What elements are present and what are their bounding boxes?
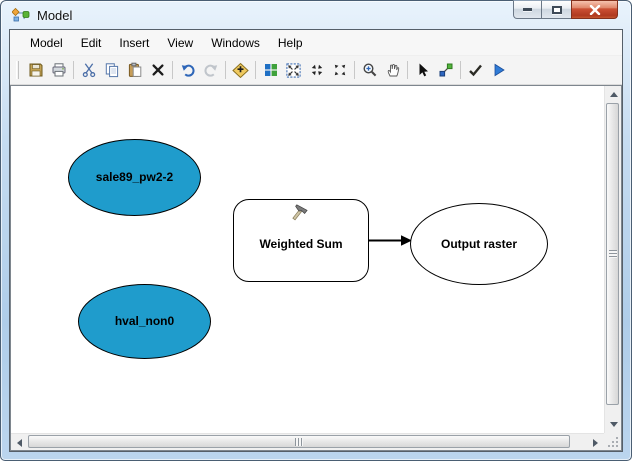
toolbar-separator [354,61,355,79]
work-area: sale89_pw2-2 hval_non0 Weighted Sum [10,85,622,451]
fixed-zoom-in-icon [309,62,325,78]
add-data-icon [232,62,249,79]
fixed-zoom-out-icon [332,62,348,78]
node-label: hval_non0 [115,314,174,329]
cut-button[interactable] [77,59,100,81]
node-label: Output raster [441,237,517,252]
node-input-sale89-pw2-2[interactable]: sale89_pw2-2 [68,139,201,216]
menu-insert[interactable]: Insert [110,32,158,54]
undo-icon [180,62,196,78]
horizontal-scrollbar-thumb[interactable] [28,435,570,448]
client-area: Model Edit Insert View Windows Help [9,29,623,452]
cut-icon [81,62,97,78]
arrow-down-icon [610,422,618,427]
menu-edit[interactable]: Edit [72,32,111,54]
run-play-icon [491,62,507,78]
vertical-scrollbar-thumb[interactable] [606,103,619,405]
select-arrow-icon [415,62,431,78]
menu-windows[interactable]: Windows [202,32,269,54]
node-input-hval-non0[interactable]: hval_non0 [78,284,211,359]
arrow-up-icon [610,92,618,97]
undo-button[interactable] [176,59,199,81]
hammer-icon [290,203,312,225]
node-tool-weighted-sum[interactable]: Weighted Sum [233,199,369,282]
zoom-in-icon [362,62,378,78]
delete-icon [150,62,166,78]
connector-weighted-sum-to-output[interactable] [368,232,414,249]
minimize-icon [523,8,532,11]
node-label: Weighted Sum [259,237,342,252]
toolbar-separator [255,61,256,79]
toolbar [10,56,622,85]
toolbar-separator [460,61,461,79]
redo-button[interactable] [199,59,222,81]
fixed-zoom-in-button[interactable] [305,59,328,81]
toolbar-separator [225,61,226,79]
node-output-raster[interactable]: Output raster [410,203,548,285]
fit-to-window-button[interactable] [282,59,305,81]
validate-button[interactable] [464,59,487,81]
pan-hand-icon [385,62,401,78]
scroll-left-button[interactable] [11,434,28,451]
redo-icon [203,62,219,78]
scroll-down-button[interactable] [605,416,622,433]
maximize-icon [552,6,562,14]
scroll-right-button[interactable] [587,434,604,451]
modelbuilder-icon [12,7,30,23]
fixed-zoom-out-button[interactable] [328,59,351,81]
pan-button[interactable] [381,59,404,81]
caption-buttons [513,0,618,19]
save-icon [28,62,44,78]
auto-layout-button[interactable] [259,59,282,81]
horizontal-scrollbar[interactable] [11,433,604,450]
select-button[interactable] [411,59,434,81]
resize-grip[interactable] [604,433,621,450]
copy-icon [104,62,120,78]
delete-button[interactable] [146,59,169,81]
menu-model[interactable]: Model [21,32,72,54]
connect-icon [438,62,454,78]
arrow-right-icon [593,439,598,447]
thumb-grip [609,250,617,258]
print-icon [51,62,67,78]
minimize-button[interactable] [513,0,542,19]
paste-button[interactable] [123,59,146,81]
connect-button[interactable] [434,59,457,81]
toolbar-separator [73,61,74,79]
thumb-grip [295,438,303,446]
maximize-button[interactable] [542,0,571,19]
toolbar-grip[interactable] [16,61,19,79]
validate-check-icon [467,62,484,78]
close-icon [589,5,601,15]
copy-button[interactable] [100,59,123,81]
toolbar-separator [407,61,408,79]
resize-grip-icon [604,433,621,450]
auto-layout-icon [263,62,279,78]
title-bar[interactable]: Model [1,1,631,29]
model-canvas[interactable]: sale89_pw2-2 hval_non0 Weighted Sum [11,86,604,433]
add-data-button[interactable] [229,59,252,81]
menu-bar: Model Edit Insert View Windows Help [10,30,622,56]
paste-icon [127,62,143,78]
save-button[interactable] [24,59,47,81]
run-button[interactable] [487,59,510,81]
scroll-up-button[interactable] [605,86,622,103]
window-title: Model [37,8,72,23]
toolbar-separator [172,61,173,79]
node-label: sale89_pw2-2 [96,170,173,185]
vertical-scrollbar[interactable] [604,86,621,433]
print-button[interactable] [47,59,70,81]
menu-view[interactable]: View [158,32,202,54]
zoom-in-button[interactable] [358,59,381,81]
fit-to-window-icon [285,62,302,79]
close-button[interactable] [571,0,618,19]
menu-help[interactable]: Help [269,32,312,54]
arrow-left-icon [17,439,22,447]
